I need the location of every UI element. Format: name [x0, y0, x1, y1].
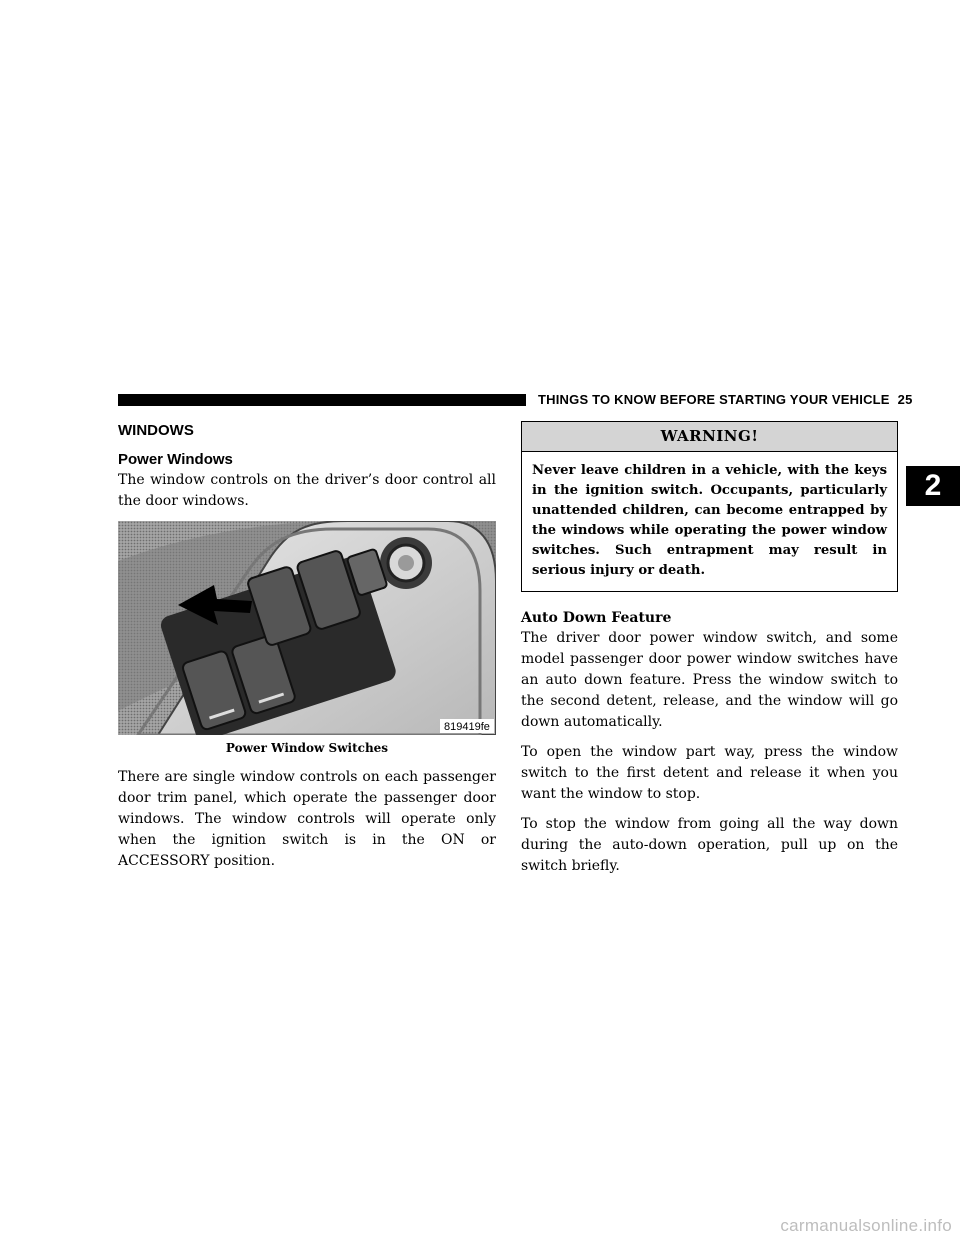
body-paragraph: There are single window controls on each… [118, 769, 496, 869]
running-header: THINGS TO KNOW BEFORE STARTING YOUR VEHI… [538, 392, 913, 407]
chapter-tab: 2 [906, 466, 960, 506]
figure-caption: Power Window Switches [225, 741, 389, 755]
auto-down-paragraph-2: To open the window part way, press the w… [521, 744, 898, 802]
subsection-heading: Power Windows [118, 451, 233, 468]
auto-down-paragraph-1: The driver door power window switch, and… [521, 630, 898, 730]
watermark: carmanualsonline.info [780, 1216, 952, 1235]
warning-text: Never leave children in a vehicle, with … [532, 463, 887, 578]
switch-panel-illustration: 819419fe [118, 521, 496, 735]
page-number: 25 [897, 392, 913, 407]
warning-title: WARNING! [522, 422, 897, 452]
auto-down-heading: Auto Down Feature [521, 610, 672, 626]
header-rule [118, 394, 526, 406]
intro-paragraph: The window controls on the driver’s door… [118, 472, 496, 509]
right-column: WARNING! Never leave children in a vehic… [521, 420, 898, 886]
section-heading: WINDOWS [118, 422, 194, 439]
warning-box: WARNING! Never leave children in a vehic… [521, 421, 898, 592]
auto-down-paragraph-3: To stop the window from going all the wa… [521, 816, 898, 874]
figure-code: 819419fe [444, 721, 490, 733]
power-window-switches-photo: 819419fe [118, 521, 496, 735]
section-title: THINGS TO KNOW BEFORE STARTING YOUR VEHI… [538, 392, 890, 407]
left-column: WINDOWS Power Windows The window control… [118, 420, 496, 881]
